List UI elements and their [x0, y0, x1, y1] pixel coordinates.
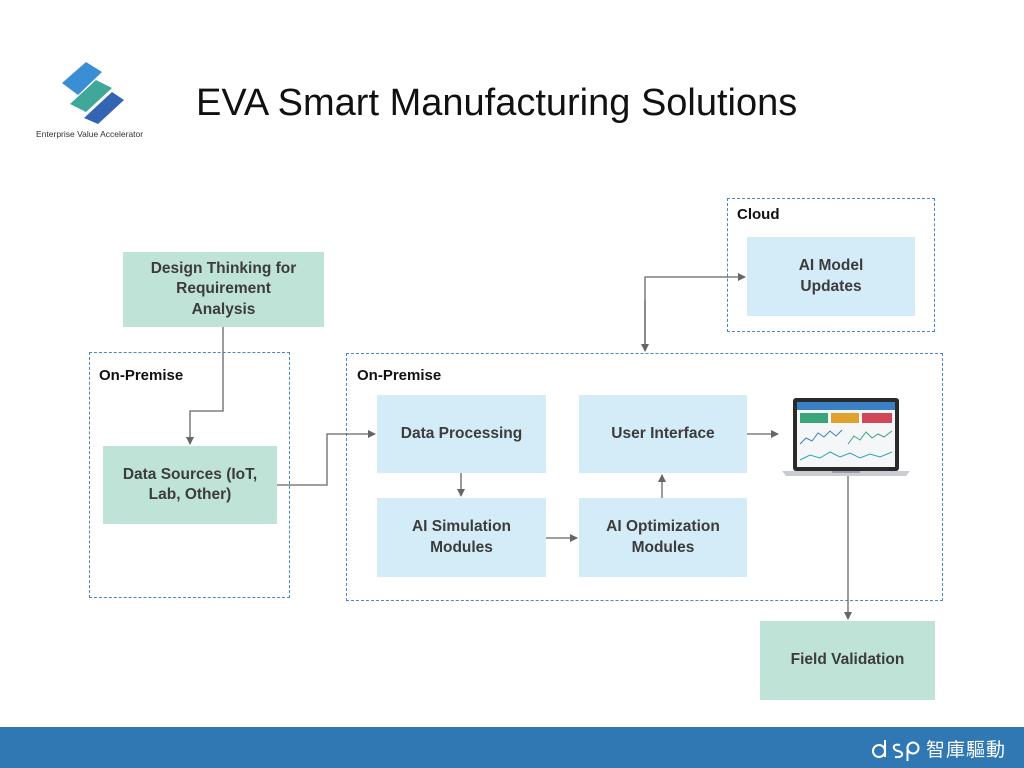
ai-model-updates-node: AI Model Updates	[747, 237, 915, 316]
brand-mark: 智庫驅動	[870, 735, 1006, 762]
dsp-logo-icon	[871, 739, 920, 761]
ai-optimization-node: AI Optimization Modules	[579, 498, 747, 577]
footer-bar	[0, 727, 1024, 768]
onprem-left-zone-label: On-Premise	[99, 367, 184, 384]
field-validation-node: Field Validation	[760, 621, 935, 700]
user-interface-node: User Interface	[579, 395, 747, 473]
brand-name: 智庫驅動	[925, 740, 1006, 761]
cloud-zone-label: Cloud	[737, 206, 780, 223]
data-sources-node: Data Sources (IoT, Lab, Other)	[103, 446, 277, 524]
onprem-right-zone-label: On-Premise	[357, 367, 442, 384]
design-thinking-node: Design Thinking for Requirement Analysis	[123, 252, 324, 327]
slide-title: EVA Smart Manufacturing Solutions	[196, 82, 798, 124]
cloud-zone	[727, 198, 935, 332]
logo-caption: Enterprise Value Accelerator	[36, 129, 144, 139]
ai-simulation-node: AI Simulation Modules	[377, 498, 546, 577]
data-processing-node: Data Processing	[377, 395, 546, 473]
